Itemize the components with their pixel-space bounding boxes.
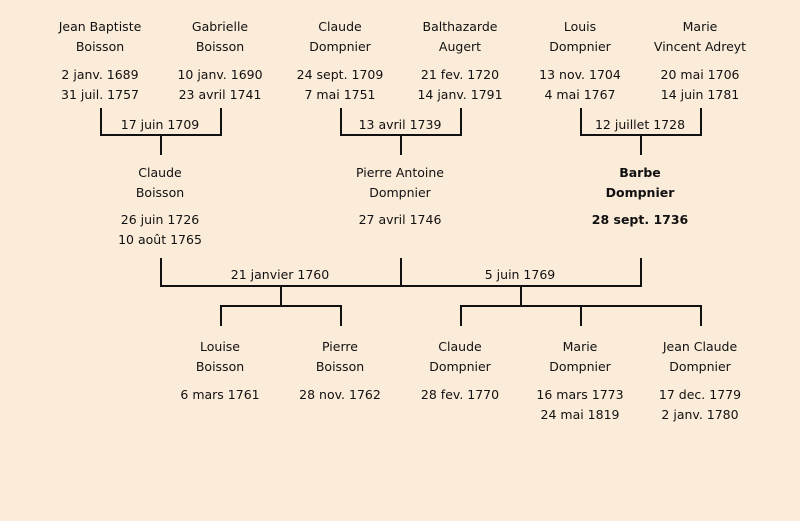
person-birth-date: 28 fev. 1770 <box>420 386 500 402</box>
marriage-date: 5 juin 1769 <box>484 266 556 282</box>
connector-parents <box>160 258 642 287</box>
person-birth-date: 20 mai 1706 <box>660 66 740 82</box>
person-last-name: Dompnier <box>605 184 675 200</box>
person-birth-date: 28 sept. 1736 <box>591 211 689 227</box>
person-last-name: Dompnier <box>669 358 731 374</box>
marriage-date: 17 juin 1709 <box>120 116 200 132</box>
connector-children-2 <box>460 286 702 326</box>
person-birth-date: 2 janv. 1689 <box>61 66 139 82</box>
person-birth-date: 21 fev. 1720 <box>420 66 500 82</box>
person-birth-date: 28 nov. 1762 <box>299 386 381 402</box>
person-last-name: Augert <box>438 38 482 54</box>
marriage-date: 21 janvier 1760 <box>230 266 330 282</box>
person-first-name: Claude <box>438 338 482 354</box>
connector-children-1 <box>220 286 342 326</box>
person-first-name: Barbe <box>619 164 661 180</box>
person-death-date: 14 janv. 1791 <box>417 86 503 102</box>
person-death-date: 2 janv. 1780 <box>661 406 739 422</box>
person-death-date: 10 août 1765 <box>118 231 202 247</box>
person-first-name: Louise <box>200 338 240 354</box>
person-last-name: Vincent Adreyt <box>653 38 747 54</box>
person-first-name: Jean Baptiste <box>58 18 142 34</box>
person-first-name: Jean Claude <box>662 338 738 354</box>
person-last-name: Dompnier <box>549 358 611 374</box>
person-first-name: Louis <box>563 18 597 34</box>
person-birth-date: 13 nov. 1704 <box>539 66 621 82</box>
person-first-name: Pierre <box>322 338 358 354</box>
person-birth-date: 6 mars 1761 <box>180 386 260 402</box>
person-last-name: Dompnier <box>549 38 611 54</box>
person-death-date: 4 mai 1767 <box>544 86 616 102</box>
person-last-name: Boisson <box>135 184 185 200</box>
person-first-name: Gabrielle <box>191 18 249 34</box>
person-last-name: Boisson <box>195 38 245 54</box>
person-last-name: Dompnier <box>429 358 491 374</box>
person-first-name: Marie <box>562 338 598 354</box>
person-first-name: Claude <box>138 164 182 180</box>
person-last-name: Dompnier <box>369 184 431 200</box>
connector-marriage-1 <box>100 108 222 155</box>
person-death-date: 23 avril 1741 <box>178 86 262 102</box>
person-first-name: Pierre Antoine <box>356 164 444 180</box>
person-death-date: 14 juin 1781 <box>660 86 740 102</box>
marriage-date: 12 juillet 1728 <box>594 116 686 132</box>
person-first-name: Marie <box>682 18 718 34</box>
person-last-name: Boisson <box>75 38 125 54</box>
person-birth-date: 17 dec. 1779 <box>658 386 742 402</box>
connector-marriage-3 <box>580 108 702 155</box>
person-death-date: 24 mai 1819 <box>540 406 620 422</box>
person-death-date: 31 juil. 1757 <box>61 86 139 102</box>
person-birth-date: 24 sept. 1709 <box>296 66 384 82</box>
connector-marriage-2 <box>340 108 462 155</box>
person-birth-date: 16 mars 1773 <box>536 386 624 402</box>
person-last-name: Boisson <box>195 358 245 374</box>
person-birth-date: 10 janv. 1690 <box>177 66 263 82</box>
person-birth-date: 26 juin 1726 <box>120 211 200 227</box>
person-last-name: Boisson <box>315 358 365 374</box>
person-birth-date: 27 avril 1746 <box>358 211 442 227</box>
person-first-name: Balthazarde <box>422 18 498 34</box>
person-last-name: Dompnier <box>309 38 371 54</box>
person-death-date: 7 mai 1751 <box>304 86 376 102</box>
person-first-name: Claude <box>318 18 362 34</box>
marriage-date: 13 avril 1739 <box>358 116 442 132</box>
